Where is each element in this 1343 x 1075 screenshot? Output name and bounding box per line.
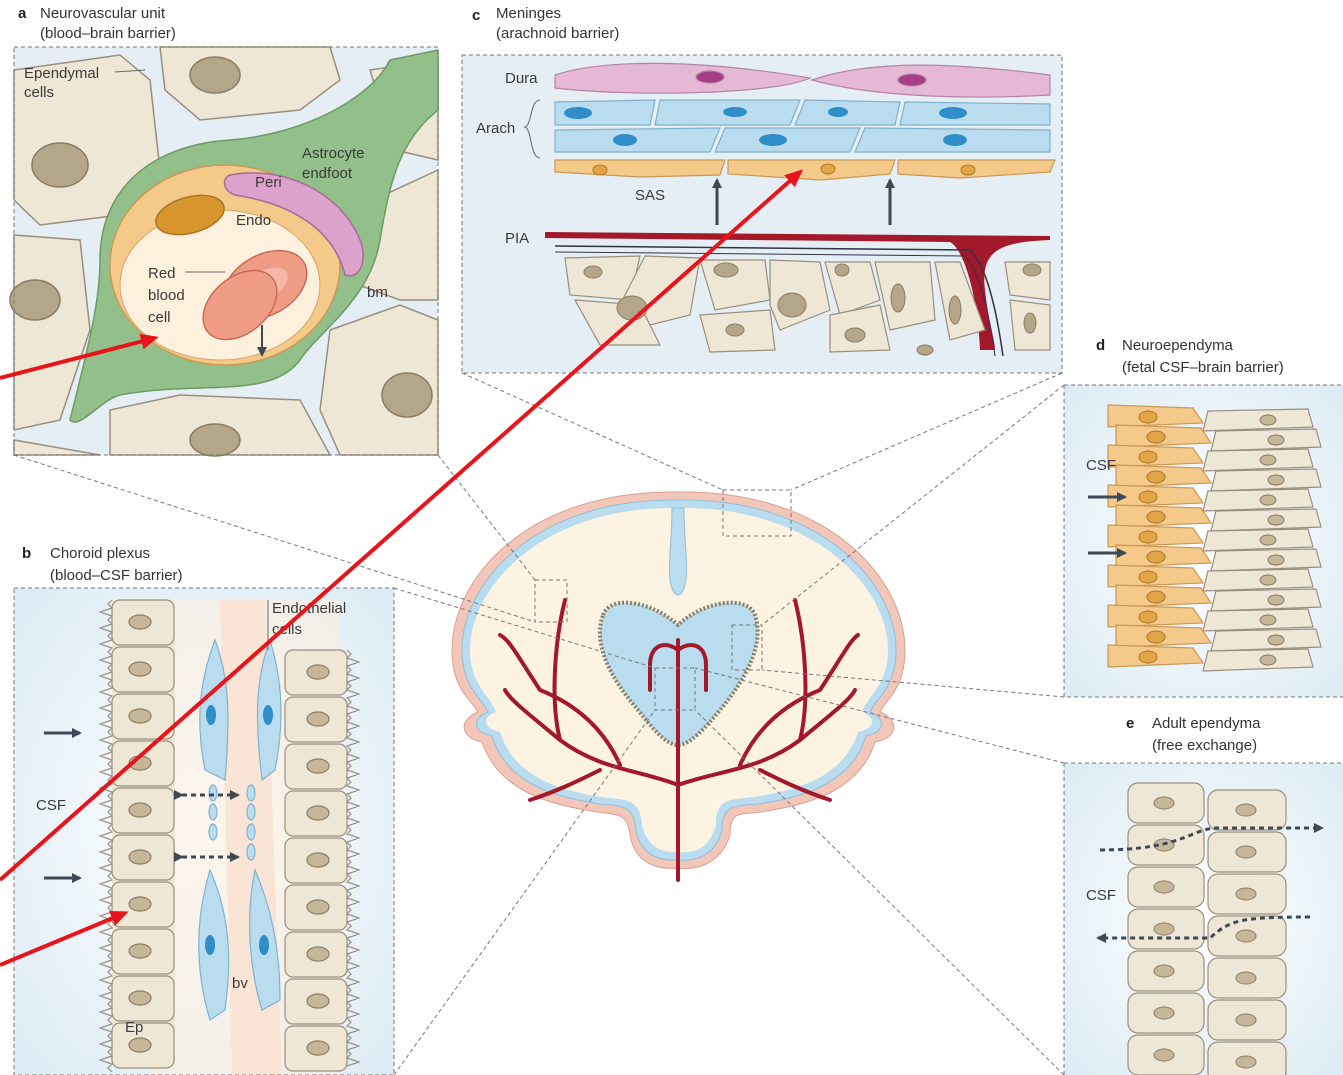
label-endo: Endo — [236, 212, 271, 229]
neuroependymal-cell — [1211, 589, 1321, 611]
ependymal-cell — [1128, 783, 1204, 823]
label-ep: Ep — [125, 1019, 143, 1036]
label-peri: Peri — [255, 174, 282, 191]
neuroependymal-cell — [1108, 445, 1203, 467]
epithelial-cell — [112, 647, 174, 692]
neuroependymal-cell — [1211, 629, 1321, 651]
ependymal-cell — [1128, 1035, 1204, 1075]
label-b-csf: CSF — [36, 797, 66, 814]
panel-e: CSF e Adult ependyma (free exchange) — [1064, 715, 1343, 1075]
label-d-csf: CSF — [1086, 457, 1116, 474]
panel-d: CSF d Neuroependyma (fetal CSF–brain bar… — [1064, 337, 1343, 697]
label-pia: PIA — [505, 230, 529, 247]
epithelial-cell — [112, 882, 174, 927]
neuroependymal-cell — [1116, 545, 1211, 567]
neuroependymal-cell — [1203, 529, 1313, 551]
epithelial-cell — [285, 650, 347, 695]
ependymal-cell — [1208, 874, 1286, 914]
neuroependymal-cell — [1116, 625, 1211, 647]
panel-e-title: Adult ependyma — [1152, 715, 1261, 732]
ependymal-cell — [1208, 1000, 1286, 1040]
label-ependymal-2: cells — [24, 84, 54, 101]
panel-a-subtitle: (blood–brain barrier) — [40, 25, 176, 42]
neuroependymal-cell — [1203, 569, 1313, 591]
panel-b-letter: b — [22, 545, 31, 562]
panel-c-subtitle: (arachnoid barrier) — [496, 25, 619, 42]
panel-d-subtitle: (fetal CSF–brain barrier) — [1122, 359, 1284, 376]
label-rbc-1: Red — [148, 265, 176, 282]
epithelial-cell — [112, 600, 174, 645]
neuroependymal-cell — [1108, 565, 1203, 587]
epithelial-cell — [285, 885, 347, 930]
ependymal-cell — [1208, 916, 1286, 956]
label-rbc-2: blood — [148, 287, 185, 304]
neuroependymal-cell — [1116, 505, 1211, 527]
ependymal-cell — [1208, 1042, 1286, 1075]
ependymal-cell — [1208, 832, 1286, 872]
label-rbc-3: cell — [148, 309, 171, 326]
panel-c: Dura Arach SAS PIA c Meninges (arachnoid… — [462, 5, 1062, 373]
neuroependymal-cell — [1211, 469, 1321, 491]
label-bm: bm — [367, 284, 388, 301]
epithelial-cell — [112, 835, 174, 880]
epithelial-cell — [285, 838, 347, 883]
neuroependymal-cell — [1108, 605, 1203, 627]
label-bv: bv — [232, 975, 248, 992]
ependymal-cell — [1128, 993, 1204, 1033]
neuroependymal-cell — [1108, 525, 1203, 547]
neuroependymal-cell — [1116, 465, 1211, 487]
label-astrocyte-2: endfoot — [302, 165, 353, 182]
label-e-csf: CSF — [1086, 887, 1116, 904]
epithelial-cell — [285, 932, 347, 977]
epithelial-cell — [285, 791, 347, 836]
panel-d-title: Neuroependyma — [1122, 337, 1234, 354]
panel-b-title: Choroid plexus — [50, 545, 150, 562]
panel-b-subtitle: (blood–CSF barrier) — [50, 567, 183, 584]
neuroependymal-cell — [1108, 645, 1203, 667]
neuroependymal-cell — [1203, 649, 1313, 671]
panel-c-title: Meninges — [496, 5, 561, 22]
ependymal-cell — [1208, 958, 1286, 998]
neuroependymal-cell — [1116, 585, 1211, 607]
panel-a: Ependymal cells Astrocyte endfoot Peri E… — [10, 5, 438, 456]
panel-e-subtitle: (free exchange) — [1152, 737, 1257, 754]
ependymal-cell — [1208, 790, 1286, 830]
label-sas: SAS — [635, 187, 665, 204]
neuroependymal-cell — [1203, 409, 1313, 431]
label-astrocyte-1: Astrocyte — [302, 145, 365, 162]
panel-e-letter: e — [1126, 715, 1134, 732]
epithelial-cell — [112, 741, 174, 786]
epithelial-cell — [285, 697, 347, 742]
label-dura: Dura — [505, 70, 538, 87]
neuroependymal-cell — [1211, 509, 1321, 531]
epithelial-cell — [112, 788, 174, 833]
panel-a-letter: a — [18, 5, 27, 22]
neuroependymal-cell — [1203, 489, 1313, 511]
arachnoid-barrier-cells — [555, 160, 1055, 180]
neuroependymal-cell — [1211, 549, 1321, 571]
ependymal-cell — [1128, 825, 1204, 865]
epithelial-cell — [285, 1026, 347, 1071]
neuroependymal-cell — [1203, 449, 1313, 471]
label-ependymal-1: Ependymal — [24, 65, 99, 82]
ependymal-cell — [1128, 951, 1204, 991]
panel-c-letter: c — [472, 7, 480, 24]
epithelial-cell — [112, 929, 174, 974]
neuroependymal-cell — [1203, 609, 1313, 631]
neuroependymal-cell — [1116, 425, 1211, 447]
panel-b: CSF Endothelial cells bv Ep b Choroid pl… — [14, 545, 394, 1075]
label-arach: Arach — [476, 120, 515, 137]
panel-d-letter: d — [1096, 337, 1105, 354]
ependymal-cell — [1128, 867, 1204, 907]
neuroependymal-cell — [1211, 429, 1321, 451]
epithelial-cell — [112, 976, 174, 1021]
panel-a-title: Neurovascular unit — [40, 5, 166, 22]
epithelial-cell — [285, 744, 347, 789]
epithelial-cell — [285, 979, 347, 1024]
neuroependymal-cell — [1108, 405, 1203, 427]
ependymal-cell — [1128, 909, 1204, 949]
